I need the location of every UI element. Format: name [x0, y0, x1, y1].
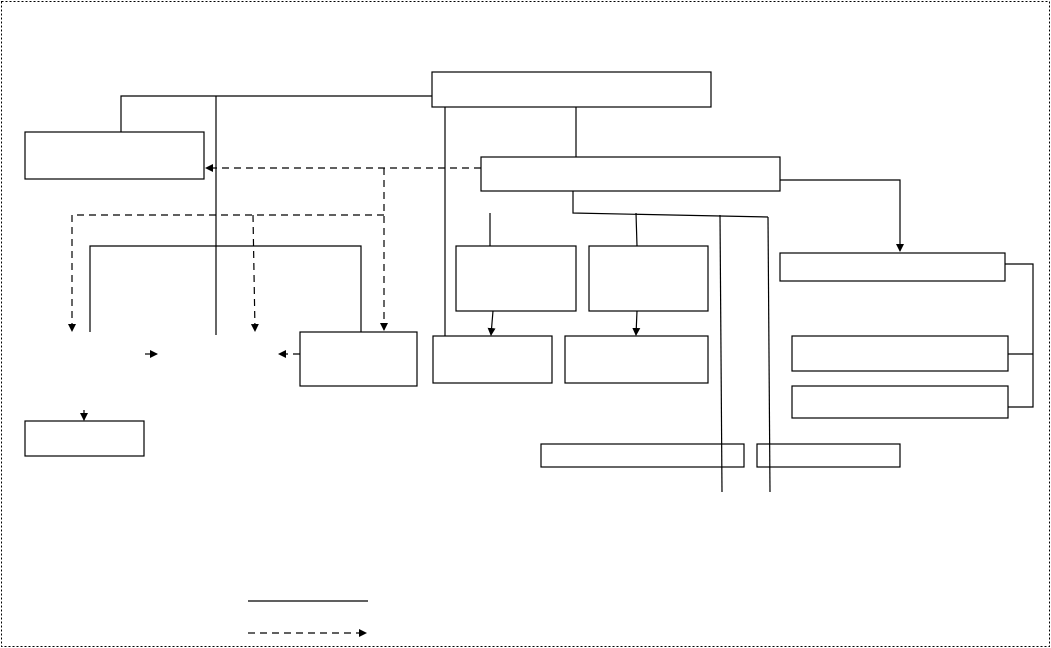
legend: [248, 600, 368, 637]
connector-branch-b: [635, 212, 638, 247]
dashed-arrows: [68, 164, 481, 358]
arrow-center-to-right-header: [780, 179, 904, 252]
solid-connectors: [89, 95, 1034, 493]
dashed-drop-middle: [250, 214, 259, 332]
box-lower-a: [432, 335, 553, 384]
arrow-mid-a-to-lower-a: [487, 310, 496, 336]
box-mid-left-a: [455, 245, 577, 312]
connector-top-to-left: [120, 95, 432, 132]
connector-left-bracket: [89, 245, 362, 332]
connector-right-bracket: [1005, 263, 1034, 408]
connector-center-branch: [572, 191, 769, 218]
box-right-b: [791, 385, 1009, 419]
box-bottom-narrow: [756, 443, 901, 468]
box-lower-small: [299, 331, 418, 387]
boxes: [24, 71, 1009, 468]
box-mid-left-b: [588, 245, 709, 312]
box-bottom-left: [24, 420, 145, 457]
connector-branch-c: [719, 214, 723, 493]
box-center: [480, 156, 781, 192]
box-left-upper: [24, 131, 205, 180]
connector-branch-d: [767, 216, 771, 493]
box-bottom-wide: [540, 443, 745, 468]
solid-arrows: [80, 179, 904, 421]
box-top: [431, 71, 712, 108]
box-lower-b: [564, 335, 709, 384]
dashed-horizontal-left: [68, 214, 384, 332]
box-right-a: [791, 335, 1009, 372]
box-right-header: [779, 252, 1006, 282]
arrow-mid-b-to-lower-b: [632, 310, 641, 336]
